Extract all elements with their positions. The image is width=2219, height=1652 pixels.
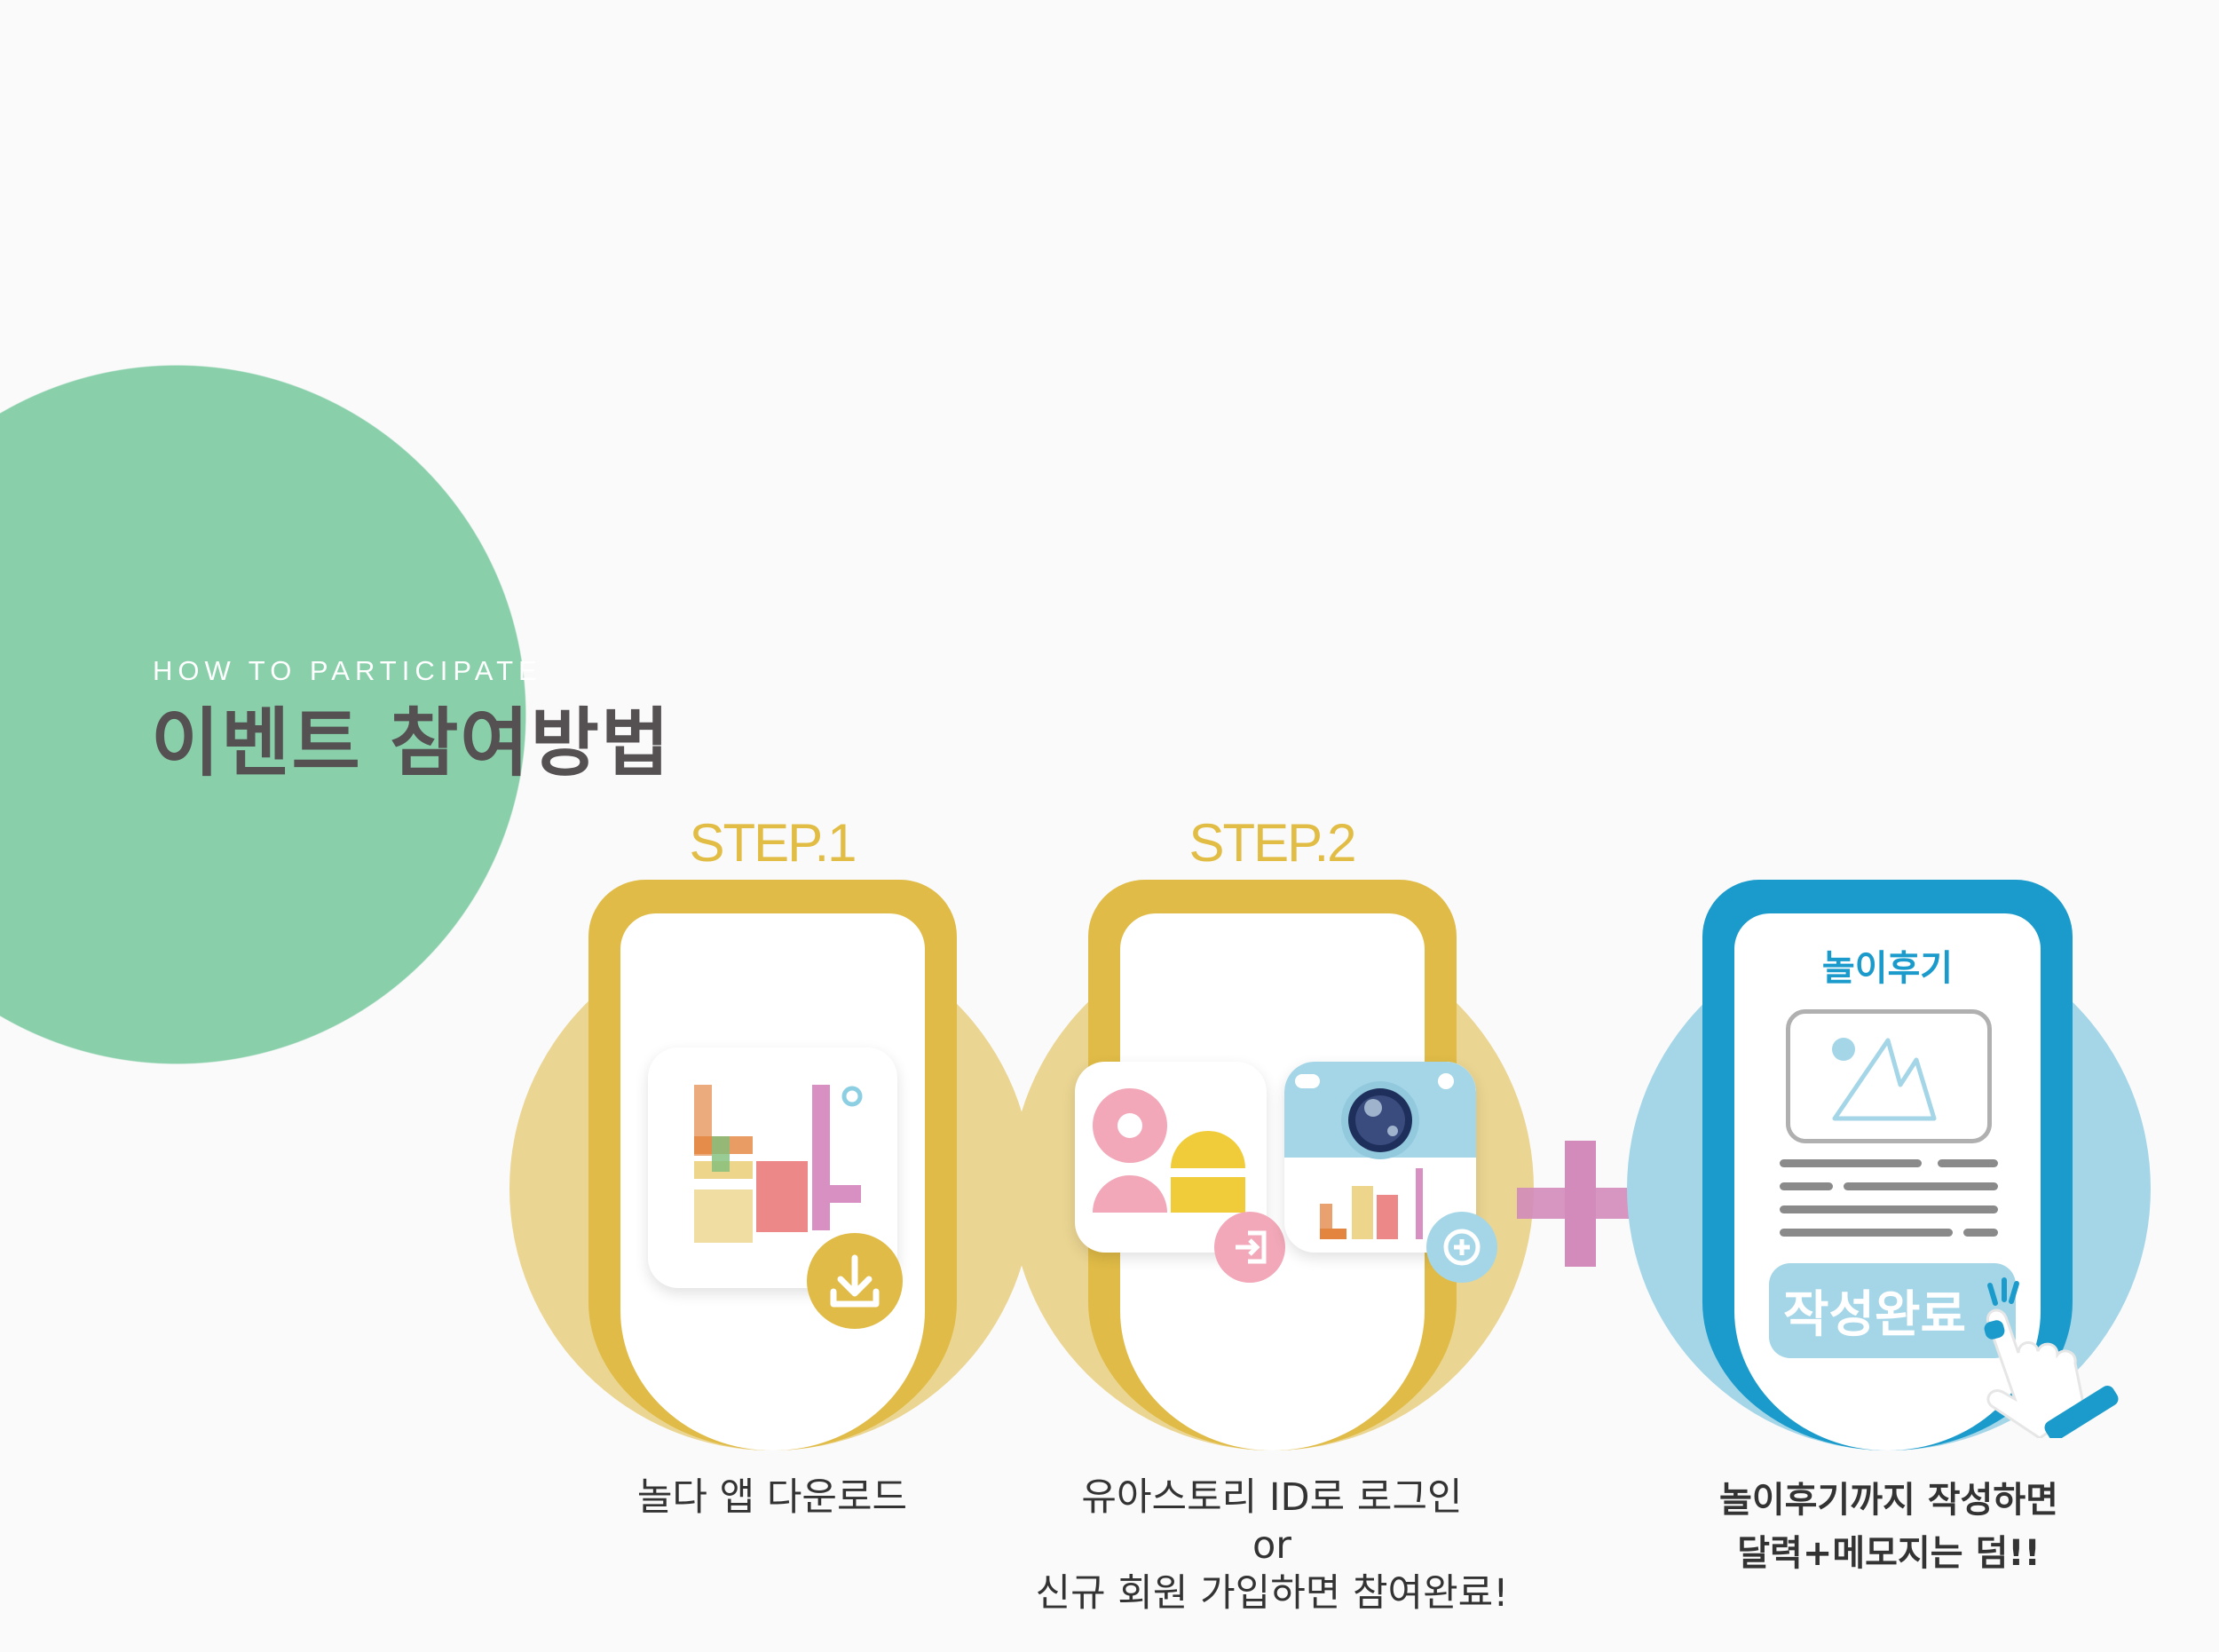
- download-icon: [807, 1233, 903, 1329]
- step-1-caption: 놀다 앱 다운로드: [636, 1475, 908, 1520]
- login-icon: [1214, 1212, 1285, 1283]
- step-2-caption-line: 유아스토리 ID로 로그인: [1081, 1475, 1463, 1520]
- step-2-caption-line: or: [1252, 1523, 1291, 1568]
- step-2-label: STEP.2: [1188, 813, 1356, 873]
- plus-icon: [1517, 1141, 1643, 1267]
- text-lines: [1780, 1159, 1998, 1237]
- step-1-label: STEP.1: [689, 813, 857, 873]
- hand-pointer-icon: [1953, 1269, 2130, 1441]
- add-account-icon: [1426, 1212, 1497, 1283]
- review-screen-title: 놀이후기: [1821, 948, 1954, 989]
- section-subtitle: HOW TO PARTICIPATE: [153, 655, 542, 686]
- step-2-caption: 유아스토리 ID로 로그인 or 신규 회원 가입하면 참여완료!: [961, 1474, 1583, 1617]
- bonus-caption-line: 놀이후기까지 작성하면: [1719, 1480, 2058, 1521]
- bonus-caption-line: 달력+메모지는 덤!!: [1737, 1533, 2041, 1574]
- bonus-caption: 놀이후기까지 작성하면 달력+메모지는 덤!!: [1578, 1474, 2199, 1580]
- page-title: 이벤트 참여방법: [151, 700, 672, 786]
- step-2-caption-line: 신규 회원 가입하면 참여완료!: [1035, 1571, 1509, 1616]
- yoostory-app-icon: [1075, 1062, 1267, 1253]
- image-placeholder-icon: [1786, 1009, 1992, 1143]
- complete-review-button[interactable]: 작성완료: [1769, 1263, 2016, 1358]
- decorative-circle: [0, 365, 526, 1064]
